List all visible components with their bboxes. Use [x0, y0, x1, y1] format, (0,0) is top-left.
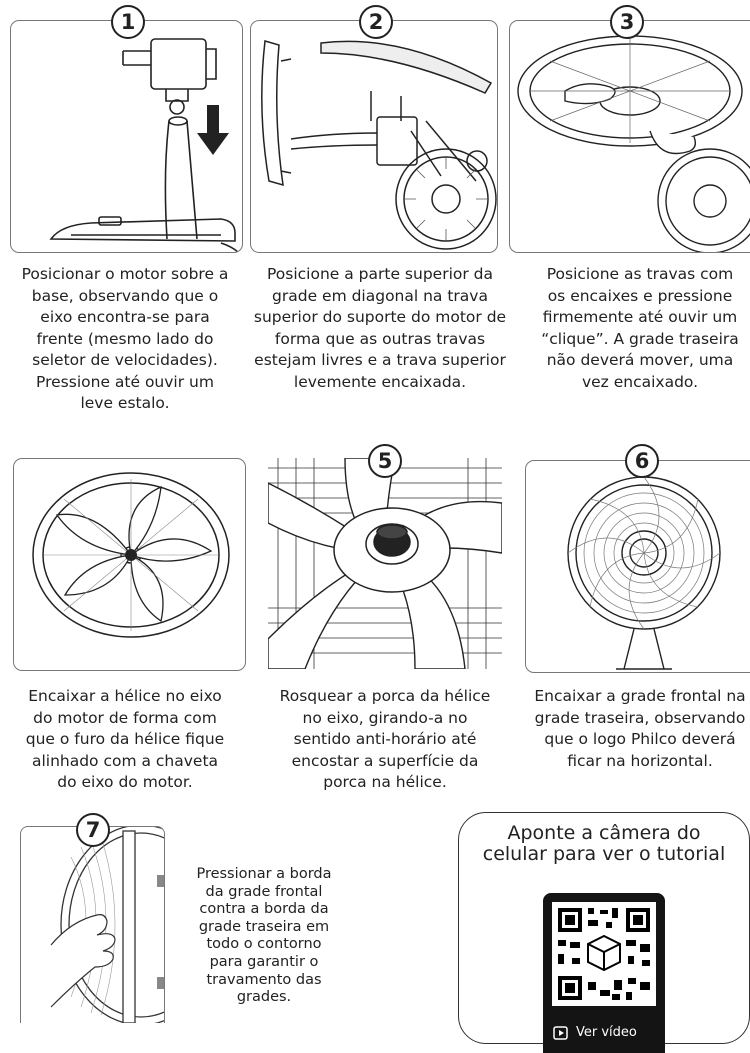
caption-line: grade traseira em: [198, 918, 330, 935]
caption-line: firmemente até ouvir um: [542, 308, 738, 326]
caption-line: os encaixes e pressione: [547, 286, 733, 305]
qr-title: Aponte a câmera do celular para ver o tu…: [459, 823, 749, 865]
caption-line: leve estalo.: [80, 394, 170, 412]
step-3-illustration: [509, 20, 750, 253]
caption-line: levemente encaixada.: [293, 372, 467, 391]
step-7-illustration: [20, 826, 165, 1023]
step-2-badge: 2: [359, 5, 393, 39]
step-2-caption: Posicione a parte superior da grade em d…: [240, 264, 520, 393]
caption-line: estejam livres e a trava superior: [254, 351, 506, 369]
caption-line: Encaixar a hélice no eixo: [28, 687, 222, 705]
watch-video-button[interactable]: Ver vídeo: [553, 1025, 637, 1040]
caption-line: seletor de velocidades).: [32, 351, 218, 369]
step-4-illustration: [13, 458, 246, 671]
step-6-illustration: [525, 460, 750, 673]
caption-line: Posicionar o motor sobre a: [21, 265, 229, 283]
caption-line: que o logo Philco deverá: [544, 730, 736, 748]
caption-line: Pressionar a borda: [196, 866, 332, 882]
caption-line: grade traseira, observando: [534, 708, 746, 727]
caption-line: frente (mesmo lado do: [36, 329, 214, 348]
caption-line: não deverá mover, uma: [546, 351, 734, 369]
caption-line: do eixo do motor.: [57, 773, 193, 791]
caption-line: Rosquear a porca da hélice: [279, 687, 491, 705]
caption-line: base, observando que o: [31, 286, 219, 305]
caption-line: forma que as outras travas: [274, 329, 486, 348]
qr-code[interactable]: [552, 902, 656, 1006]
step-5-caption: Rosquear a porca da hélice no eixo, gira…: [260, 686, 510, 794]
watch-video-label: Ver vídeo: [576, 1025, 637, 1040]
caption-line: Pressione até ouvir um: [36, 372, 214, 391]
qr-card[interactable]: Ver vídeo: [543, 893, 665, 1053]
caption-line: do motor de forma com: [33, 708, 217, 727]
caption-line: “clique”. A grade traseira: [541, 329, 739, 348]
caption-line: grade em diagonal na trava: [272, 286, 488, 305]
qr-tutorial-box: Aponte a câmera do celular para ver o tu…: [458, 812, 750, 1053]
step-1-caption: Posicionar o motor sobre a base, observa…: [0, 264, 250, 415]
caption-line: Posicione as travas com: [546, 265, 734, 283]
qr-title-line: Aponte a câmera do: [507, 822, 701, 844]
caption-line: que o furo da hélice fique: [25, 730, 225, 748]
step-2-illustration: [250, 20, 498, 253]
step-6-caption: Encaixar a grade frontal na grade trasei…: [515, 686, 750, 772]
caption-line: eixo encontra-se para: [40, 308, 210, 326]
play-video-icon: [553, 1025, 568, 1040]
step-7-badge: 7: [76, 813, 110, 847]
caption-line: da grade frontal: [205, 883, 323, 900]
caption-line: alinhado com a chaveta: [31, 751, 219, 770]
step-1-illustration: [10, 20, 243, 253]
caption-line: travamento das: [206, 971, 322, 988]
qr-title-line: celular para ver o tutorial: [482, 843, 726, 865]
caption-line: sentido anti-horário até: [293, 730, 477, 748]
step-1-badge: 1: [111, 5, 145, 39]
caption-line: vez encaixado.: [581, 372, 699, 391]
step-7-caption: Pressionar a borda da grade frontal cont…: [180, 866, 348, 1007]
step-6-badge: 6: [625, 444, 659, 478]
step-4-caption: Encaixar a hélice no eixo do motor de fo…: [5, 686, 245, 794]
caption-line: porca na hélice.: [323, 773, 447, 791]
caption-line: grades.: [236, 989, 292, 1006]
caption-line: no eixo, girando-a no: [302, 708, 468, 727]
caption-line: contra a borda da: [199, 901, 329, 918]
step-5-badge: 5: [368, 444, 402, 478]
step-5-illustration: [268, 458, 502, 669]
caption-line: todo o contorno: [206, 936, 322, 953]
step-3-badge: 3: [610, 5, 644, 39]
step-3-caption: Posicione as travas com os encaixes e pr…: [515, 264, 750, 393]
caption-line: Posicione a parte superior da: [266, 265, 493, 283]
caption-line: superior do suporte do motor de: [253, 308, 507, 326]
caption-line: encostar a superfície da: [291, 751, 479, 770]
caption-line: Encaixar a grade frontal na: [534, 687, 746, 705]
caption-line: para garantir o: [209, 953, 319, 970]
caption-line: ficar na horizontal.: [567, 751, 713, 770]
